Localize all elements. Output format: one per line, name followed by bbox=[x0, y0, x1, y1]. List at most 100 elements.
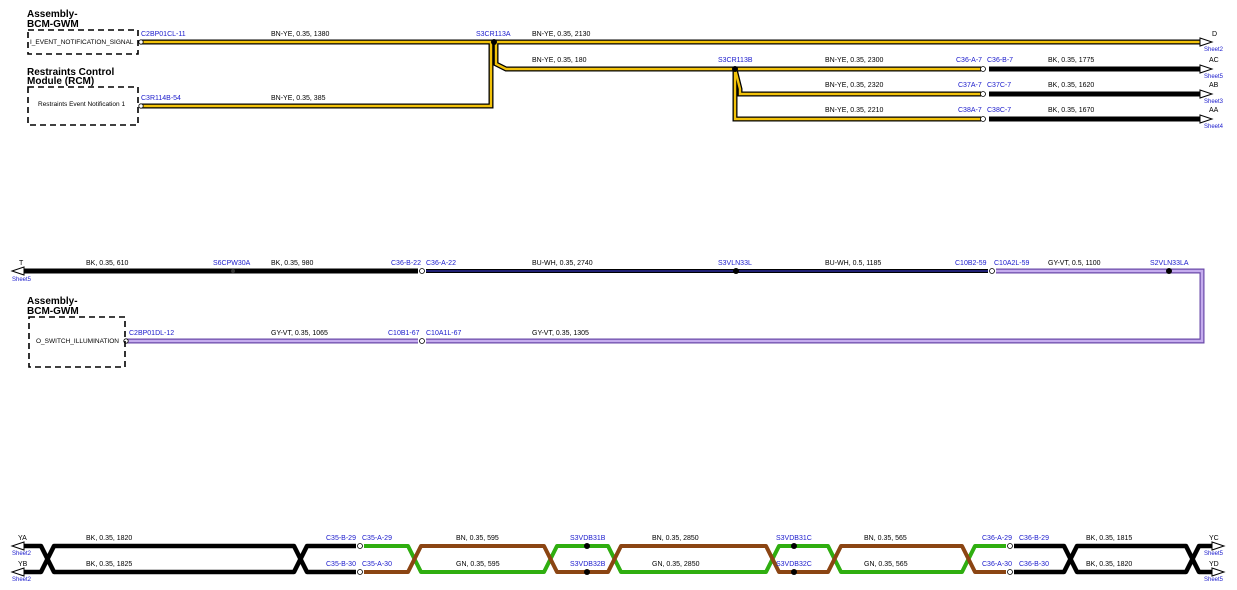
conn-label-c35a29: C35-A-29 bbox=[362, 535, 392, 542]
wire-bk-right-pair[interactable] bbox=[1014, 543, 1212, 575]
wire-label-bcm: BN-YE, 0.35, 1380 bbox=[271, 31, 329, 38]
sheet-label-aa[interactable]: Sheet4 bbox=[1204, 124, 1224, 130]
conn-label-c10a2: C10A2L-59 bbox=[994, 260, 1030, 267]
sheet-label-ya[interactable]: Sheet2 bbox=[12, 551, 32, 557]
splice-label-a: S3CR113A bbox=[476, 31, 511, 38]
module-rcm-box[interactable] bbox=[27, 86, 139, 126]
connector-c2bp01cl[interactable] bbox=[138, 39, 144, 45]
conn-label-branch-1-l: C36-A-7 bbox=[956, 57, 982, 64]
wire-label-bn-1: BN, 0.35, 595 bbox=[456, 535, 499, 542]
connector-c35-29[interactable] bbox=[357, 543, 363, 549]
wire-label-bk-r-top: BK, 0.35, 1815 bbox=[1086, 535, 1132, 542]
wire-bk-left-pair[interactable] bbox=[24, 543, 356, 575]
offsheet-arrow-ya[interactable] bbox=[10, 541, 25, 551]
splice-s3cr113a[interactable] bbox=[491, 39, 497, 45]
splice-label-s3v: S3VLN33L bbox=[718, 260, 752, 267]
sheet-label-ab[interactable]: Sheet3 bbox=[1204, 99, 1224, 105]
wire-gy-vt[interactable] bbox=[126, 268, 1205, 344]
wire-label-s6: BK, 0.35, 980 bbox=[271, 260, 314, 267]
offsheet-arrow-yb[interactable] bbox=[10, 567, 25, 577]
offsheet-arrow-t[interactable] bbox=[10, 266, 25, 276]
wire-label-bn-3: BN, 0.35, 565 bbox=[864, 535, 907, 542]
end-label-d: D bbox=[1212, 31, 1217, 38]
splice-s3vdb31b[interactable] bbox=[584, 543, 590, 549]
wire-label-gyvt-3: GY-VT, 0.35, 1305 bbox=[532, 330, 589, 337]
offsheet-arrow-ab[interactable] bbox=[1199, 89, 1214, 99]
splice-s6cpw30a[interactable] bbox=[231, 269, 235, 273]
connector-c10-59[interactable] bbox=[989, 268, 995, 274]
wire-label-bk-l-bot: BK, 0.35, 1825 bbox=[86, 561, 132, 568]
splice-s3vdb32c[interactable] bbox=[791, 569, 797, 575]
offsheet-arrow-ac[interactable] bbox=[1199, 64, 1214, 74]
conn-label-rcm: C3R114B-54 bbox=[141, 95, 181, 102]
module-rcm-title-1: Restraints Control bbox=[27, 67, 114, 78]
module-bcm-box[interactable] bbox=[27, 29, 139, 55]
connector-c36-29[interactable] bbox=[1007, 543, 1013, 549]
offsheet-arrow-yc[interactable] bbox=[1211, 541, 1226, 551]
connector-c10-67[interactable] bbox=[419, 338, 425, 344]
splice-s3vln33l[interactable] bbox=[733, 268, 739, 274]
sheet-label-ac[interactable]: Sheet5 bbox=[1204, 74, 1224, 80]
connector-c35-30[interactable] bbox=[357, 569, 363, 575]
sheet-label-t[interactable]: Sheet5 bbox=[12, 277, 32, 283]
end-label-aa: AA bbox=[1209, 107, 1219, 114]
wire-label-bn-2: BN, 0.35, 2850 bbox=[652, 535, 699, 542]
wire-label-gn-2: GN, 0.35, 2850 bbox=[652, 561, 700, 568]
end-label-yb: YB bbox=[18, 561, 28, 568]
connector-c38a7[interactable] bbox=[980, 116, 986, 122]
splice-label-31c: S3VDB31C bbox=[776, 535, 812, 542]
sheet-label-yc[interactable]: Sheet5 bbox=[1204, 551, 1224, 557]
end-label-ac: AC bbox=[1209, 57, 1219, 64]
connector-c36-22[interactable] bbox=[419, 268, 425, 274]
conn-label-c36b29: C36-B-29 bbox=[1019, 535, 1049, 542]
sheet-label-yb[interactable]: Sheet2 bbox=[12, 577, 32, 583]
splice-s2vln33la[interactable] bbox=[1166, 268, 1172, 274]
wire-label-branch-2: BN-YE, 0.35, 2320 bbox=[825, 82, 883, 89]
module-bcm-title-1: Assembly- bbox=[27, 9, 78, 20]
conn-label-branch-3-r: C38C-7 bbox=[987, 107, 1011, 114]
wire-bn-pair[interactable] bbox=[364, 544, 1006, 574]
section-switch-illumination: T Sheet5 BK, 0.35, 610 S6CPW30A BK, 0.35… bbox=[10, 260, 1205, 368]
wire-gn-pair[interactable] bbox=[364, 544, 1006, 574]
conn-label-c10a1: C10A1L-67 bbox=[426, 330, 462, 337]
wires-bk-right[interactable] bbox=[989, 66, 1200, 122]
splice-s3vdb32b[interactable] bbox=[584, 569, 590, 575]
wire-label-bk-l-top: BK, 0.35, 1820 bbox=[86, 535, 132, 542]
conn-label-c36a30: C36-A-30 bbox=[982, 561, 1012, 568]
splice-label-b: S3CR113B bbox=[718, 57, 753, 64]
splice-label-s2v: S2VLN33LA bbox=[1150, 260, 1189, 267]
wire-label-gn-1: GN, 0.35, 595 bbox=[456, 561, 500, 568]
sheet-label-d[interactable]: Sheet2 bbox=[1204, 47, 1224, 53]
conn-label-c10b2: C10B2-59 bbox=[955, 260, 987, 267]
connector-c3r114b[interactable] bbox=[138, 103, 144, 109]
module-rcm-title-2: Module (RCM) bbox=[27, 76, 94, 87]
splice-label-32c: S3VDB32C bbox=[776, 561, 812, 568]
conn-label-branch-1-r: C36-B-7 bbox=[987, 57, 1013, 64]
conn-label-c36a29: C36-A-29 bbox=[982, 535, 1012, 542]
conn-label-c35b29: C35-B-29 bbox=[326, 535, 356, 542]
conn-label-c2bp01dl: C2BP01DL-12 bbox=[129, 330, 174, 337]
module-bcm2-box[interactable] bbox=[28, 316, 126, 368]
connector-c36-30[interactable] bbox=[1007, 569, 1013, 575]
sheet-label-yd[interactable]: Sheet5 bbox=[1204, 577, 1224, 583]
wire-label-branch-3-r: BK, 0.35, 1670 bbox=[1048, 107, 1094, 114]
section-twisted-pair: YA Sheet2 YB Sheet2 YC Sheet5 YD Sheet5 … bbox=[10, 535, 1226, 583]
module-bcm-title-2: BCM-GWM bbox=[27, 19, 79, 30]
wire-label-branch-1-r: BK, 0.35, 1775 bbox=[1048, 57, 1094, 64]
connector-c36a7[interactable] bbox=[980, 66, 986, 72]
wires-bn-ye[interactable] bbox=[141, 39, 1200, 122]
offsheet-arrow-yd[interactable] bbox=[1211, 567, 1226, 577]
offsheet-arrow-aa[interactable] bbox=[1199, 114, 1214, 124]
end-label-ya: YA bbox=[18, 535, 27, 542]
wire-label-gyvt-2: GY-VT, 0.35, 1065 bbox=[271, 330, 328, 337]
wire-label-gn-3: GN, 0.35, 565 bbox=[864, 561, 908, 568]
offsheet-arrow-d[interactable] bbox=[1199, 37, 1214, 47]
connector-c37a7[interactable] bbox=[980, 91, 986, 97]
wire-label-bk-r-bot: BK, 0.35, 1820 bbox=[1086, 561, 1132, 568]
wire-label-branch-2-r: BK, 0.35, 1620 bbox=[1048, 82, 1094, 89]
module-bcm2-title-2: BCM-GWM bbox=[27, 306, 79, 317]
splice-s3vdb31c[interactable] bbox=[791, 543, 797, 549]
conn-label-c35b30: C35-B-30 bbox=[326, 561, 356, 568]
splice-s3cr113b[interactable] bbox=[732, 66, 738, 72]
